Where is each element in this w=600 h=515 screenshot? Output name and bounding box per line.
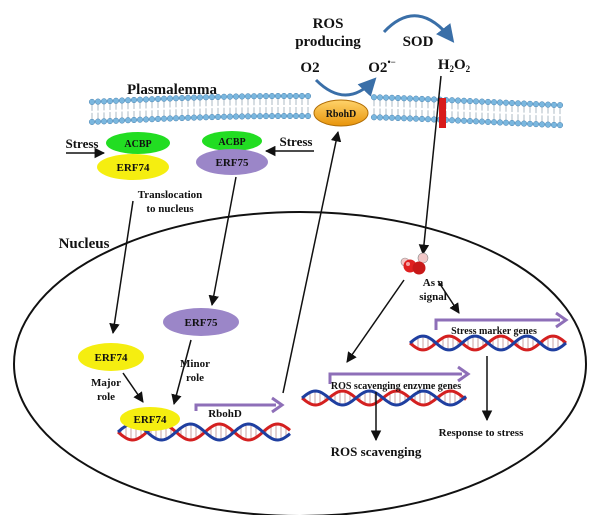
signal-line2: signal [419,291,447,303]
acbp-right-label: ACBP [218,137,245,148]
minor-role-line2: role [186,372,204,384]
acbp-left-label: ACBP [124,139,151,150]
o2-to-superoxide-arrow [314,77,377,97]
rbohd-gene-arrow [194,403,276,411]
erf75-top [196,149,268,175]
acbp-right [202,131,262,151]
response-to-stress-label: Response to stress [439,427,524,439]
ros-scavenging-label: ROS scavenging [331,444,422,459]
dna-stress-marker [409,334,567,352]
superoxide-label: O2•− [368,57,395,76]
translocation-line1: Translocation [138,189,203,201]
h2o2-molecule [400,252,429,275]
signal-line1: As a [423,277,444,289]
ros-gene-arrow [328,372,462,384]
minor-role-line1: Minor [180,358,210,370]
nucleus-label: Nucleus [59,236,110,252]
ros-producing-line1: ROS [313,16,344,32]
major-role-line1: Major [91,377,121,389]
stress-left-label: Stress [66,136,99,151]
ros-producing-line2: producing [295,34,361,50]
erf75-translocation-arrow [208,176,237,307]
erf74-translocation-arrow [109,200,134,335]
erf74-top-label: ERF74 [117,162,151,174]
erf75-nucleus [163,308,239,336]
signal-to-ros-genes-arrow [346,279,405,363]
dna-ros-scavenging [301,389,467,407]
rbohd-protein-label: RbohD [326,109,357,120]
translocation-line2: to nucleus [146,203,194,215]
signal-to-stress-genes-arrow [437,280,460,314]
rbohd-gene-label: RbohD [208,408,242,420]
erf74-top [97,154,169,180]
rbohd-expression-arrow [282,130,342,394]
sod-arrow [382,14,455,43]
erf74-dna-label: ERF74 [134,414,168,426]
h2o2-label: H2O2 [438,57,471,74]
erf74-nucleus [78,343,144,371]
acbp-left [106,132,170,154]
stress-marker-gene-arrow [434,318,560,330]
oxygen-label: O2 [300,60,319,76]
minor-role-arrow [171,339,192,406]
nucleus-envelope [13,211,587,515]
plasmalemma-label: Plasmalemma [127,82,217,98]
ros-gene-label: ROS scavenging enzyme genes [331,381,461,392]
erf75-top-label: ERF75 [216,157,250,169]
h2o2-entry-arrow [418,75,442,256]
plasma-membrane [88,92,564,129]
major-role-line2: role [97,391,115,403]
erf74-nucleus-label: ERF74 [95,352,129,364]
rbohd-protein [313,99,369,127]
stress-marker-gene-label: Stress marker genes [451,326,537,337]
sod-label: SOD [403,34,434,50]
stress-right-label: Stress [280,134,313,149]
major-role-arrow [122,372,144,403]
membrane-channel [439,98,446,128]
erf75-nucleus-label: ERF75 [185,317,219,329]
erf74-dna [120,407,180,431]
